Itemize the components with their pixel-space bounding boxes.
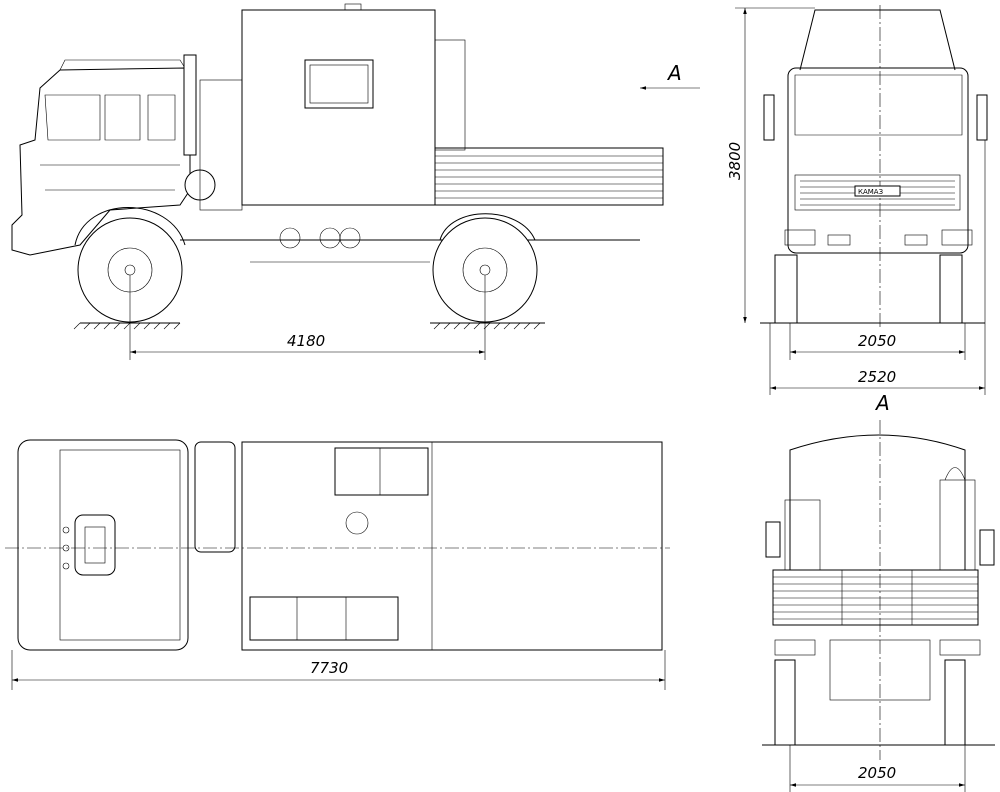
width-dimension: 2520 [769,140,986,395]
ground-line [73,322,545,330]
rear-view: A 2050 [762,391,995,792]
length-label: 7730 [310,659,348,677]
overall-width-label: 2520 [858,368,896,386]
top-view: 7730 [5,439,670,690]
brand-plate: КАМАЗ [858,188,884,196]
section-arrow-a: A [640,61,700,90]
wheelbase-label: 4180 [287,332,325,350]
section-marker-label: A [666,61,682,85]
cargo-module [199,3,466,211]
front-view: КАМАЗ 3800 2050 2520 [726,5,988,395]
flatbed [434,147,664,206]
rear-wheel [432,217,538,323]
cab [11,54,216,256]
rear-track-dimension: 2050 [789,745,966,792]
height-label: 3800 [726,142,744,180]
track-dimension: 2050 [789,323,966,360]
track-label: 2050 [858,332,896,350]
length-dimension: 7730 [11,650,666,690]
side-view: 4180 A [11,3,700,360]
rear-section-label: A [874,391,890,415]
rear-track-label: 2050 [858,764,896,782]
height-dimension: 3800 [726,7,815,323]
chassis [74,207,640,263]
wheelbase-dimension: 4180 [129,275,486,360]
